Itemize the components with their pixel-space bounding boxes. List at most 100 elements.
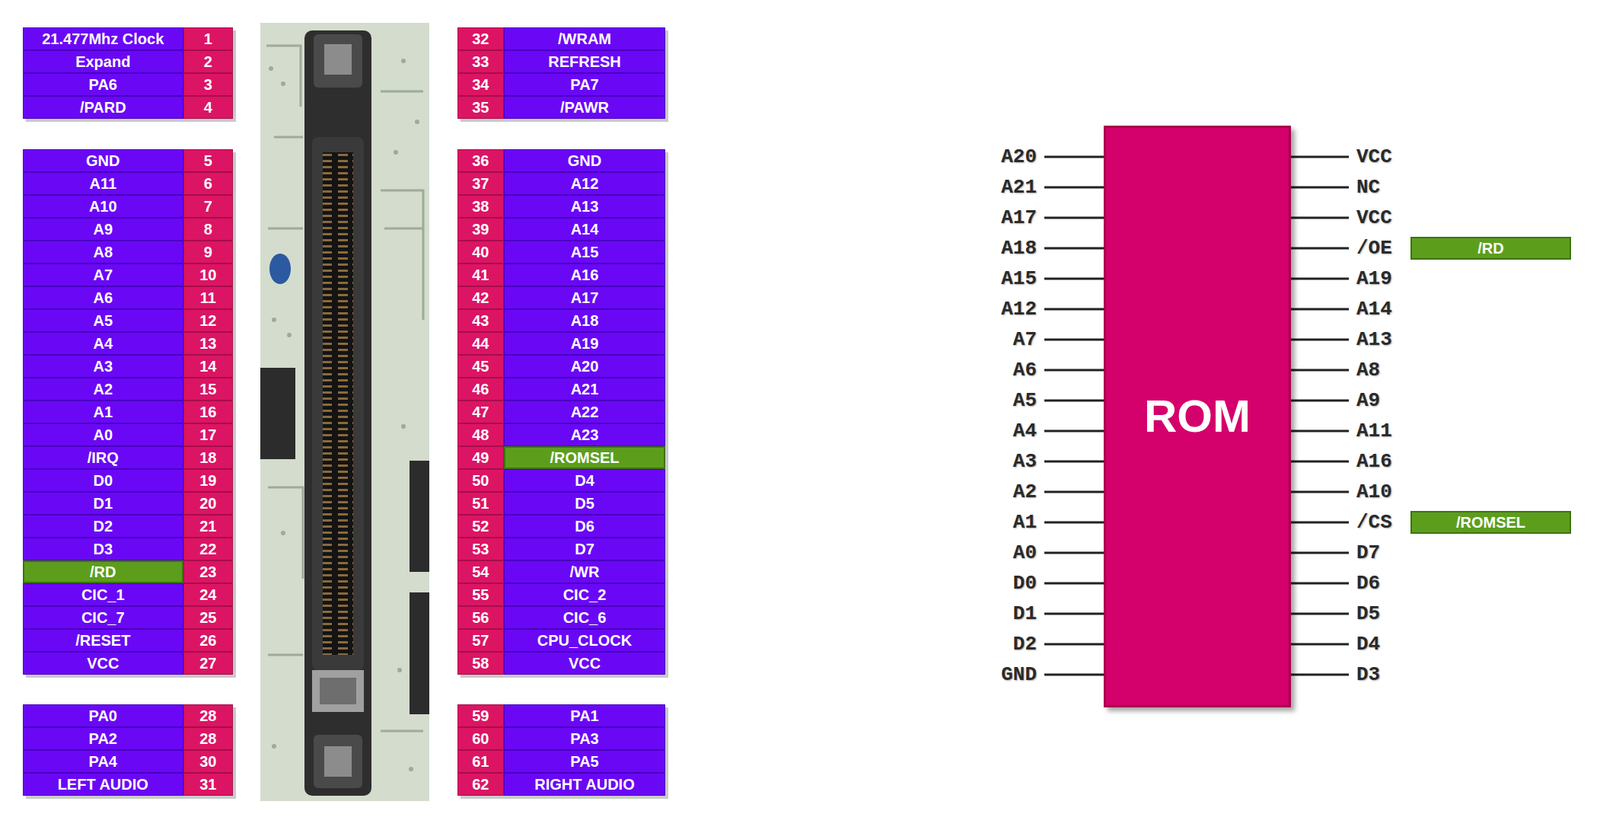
pin-signal-cell: /IRQ: [22, 446, 185, 469]
cell-text: 49: [471, 449, 489, 466]
pin-signal-cell: /WRAM: [503, 27, 666, 51]
pin-number-cell: 26: [183, 628, 233, 652]
pin-number-cell: 20: [183, 491, 233, 515]
cell-text: 59: [471, 707, 489, 724]
pin-signal-cell: D5: [503, 491, 666, 515]
cell-text: PA5: [570, 753, 599, 769]
cell-text: 38: [471, 198, 489, 214]
pin-signal-cell: PA6: [22, 73, 185, 96]
signal-tag: /ROMSEL: [1410, 510, 1572, 534]
cell-text: 27: [199, 655, 217, 671]
pin-number-cell: 7: [183, 194, 233, 218]
cell-text: A14: [570, 221, 600, 237]
cell-text: 20: [199, 495, 217, 511]
cell-text: A1: [92, 404, 113, 420]
cell-text: 21.477Mhz Clock: [41, 31, 164, 47]
pin-number-cell: 5: [183, 149, 233, 173]
pin-number-cell: 58: [457, 651, 504, 675]
pin-signal-cell: /PARD: [22, 95, 185, 119]
pin-number-cell: 14: [183, 354, 233, 378]
cell-text: 36: [471, 152, 489, 169]
pin-name: A15: [914, 266, 1037, 291]
cell-text: 42: [471, 290, 489, 306]
cell-text: 60: [471, 730, 489, 746]
pin-signal-cell: A12: [503, 172, 666, 195]
pin-signal-cell: /RD: [22, 560, 185, 584]
pin-signal-cell: A16: [503, 263, 666, 287]
cell-text: 9: [203, 244, 213, 260]
cell-text: VCC: [568, 655, 601, 671]
pin-signal-cell: A8: [22, 240, 185, 264]
pin-name: VCC: [1356, 144, 1407, 169]
pin-signal-cell: VCC: [22, 651, 185, 675]
pin-number-cell: 38: [457, 194, 504, 218]
pin-signal-cell: CIC_1: [22, 583, 185, 606]
pin-name: A6: [914, 357, 1037, 383]
pin-signal-cell: A9: [22, 217, 185, 241]
cell-text: A16: [570, 267, 600, 283]
cell-text: /PAWR: [560, 99, 609, 115]
pin-number-cell: 62: [457, 772, 504, 796]
pin-number-cell: 33: [457, 50, 504, 74]
cell-text: 16: [199, 404, 217, 420]
cell-text: D1: [92, 495, 113, 511]
pin-name: A2: [914, 479, 1037, 504]
pin-number-cell: 2: [183, 50, 233, 74]
cell-text: 62: [471, 776, 489, 792]
cell-text: A21: [570, 381, 600, 397]
cell-text: 34: [471, 76, 489, 93]
pin-name: VCC: [1356, 205, 1407, 230]
pin-signal-cell: PA1: [503, 704, 666, 727]
pin-number-cell: 41: [457, 263, 504, 287]
cell-text: A18: [570, 312, 600, 329]
pin-name: A20: [914, 144, 1037, 169]
cell-text: 17: [199, 427, 217, 443]
cell-text: D6: [574, 518, 595, 534]
cell-text: 21: [199, 518, 217, 534]
pin-number-cell: 43: [457, 309, 504, 332]
pin-name: A16: [1356, 449, 1407, 474]
pin-signal-cell: A5: [22, 309, 185, 332]
cell-text: CIC_1: [81, 586, 125, 603]
pin-number-cell: 51: [457, 491, 504, 515]
cell-text: A0: [92, 427, 113, 443]
cell-text: D4: [574, 472, 595, 488]
cell-text: 7: [203, 198, 213, 214]
pin-number-cell: 47: [457, 400, 504, 424]
cell-text: A10: [89, 198, 118, 214]
cell-text: 6: [203, 175, 213, 192]
cell-text: 11: [200, 290, 217, 306]
cell-text: 18: [199, 449, 217, 466]
cell-text: A17: [570, 290, 600, 306]
cell-text: D7: [574, 541, 595, 557]
pin-signal-cell: D3: [22, 537, 185, 561]
cell-text: /RD: [89, 564, 116, 580]
pin-signal-cell: D0: [22, 468, 185, 492]
pin-number-cell: 56: [457, 605, 504, 629]
cell-text: A19: [570, 335, 600, 351]
pin-signal-cell: A14: [503, 217, 666, 241]
pin-number-cell: 11: [183, 286, 233, 310]
cell-text: 13: [199, 335, 217, 351]
pin-signal-cell: A4: [22, 331, 185, 355]
pin-number-cell: 61: [457, 749, 504, 773]
cell-text: 56: [471, 609, 489, 625]
pin-number-cell: 16: [183, 400, 233, 424]
pin-number-cell: 12: [183, 309, 233, 332]
cell-text: 44: [471, 335, 489, 351]
cell-text: 19: [199, 472, 217, 488]
pin-signal-cell: CIC_7: [22, 605, 185, 629]
pin-number-cell: 18: [183, 446, 233, 469]
pin-signal-cell: D1: [22, 491, 185, 515]
cell-text: /WR: [570, 564, 600, 580]
cell-text: 2: [203, 54, 213, 70]
cell-text: 50: [471, 472, 489, 488]
pin-number-cell: 50: [457, 468, 504, 492]
pin-name: A10: [1356, 479, 1407, 504]
pin-signal-cell: A15: [503, 240, 666, 264]
pin-signal-cell: A10: [22, 194, 185, 218]
pin-signal-cell: LEFT AUDIO: [22, 772, 185, 796]
pin-number-cell: 40: [457, 240, 504, 264]
cell-text: /WRAM: [557, 31, 612, 47]
